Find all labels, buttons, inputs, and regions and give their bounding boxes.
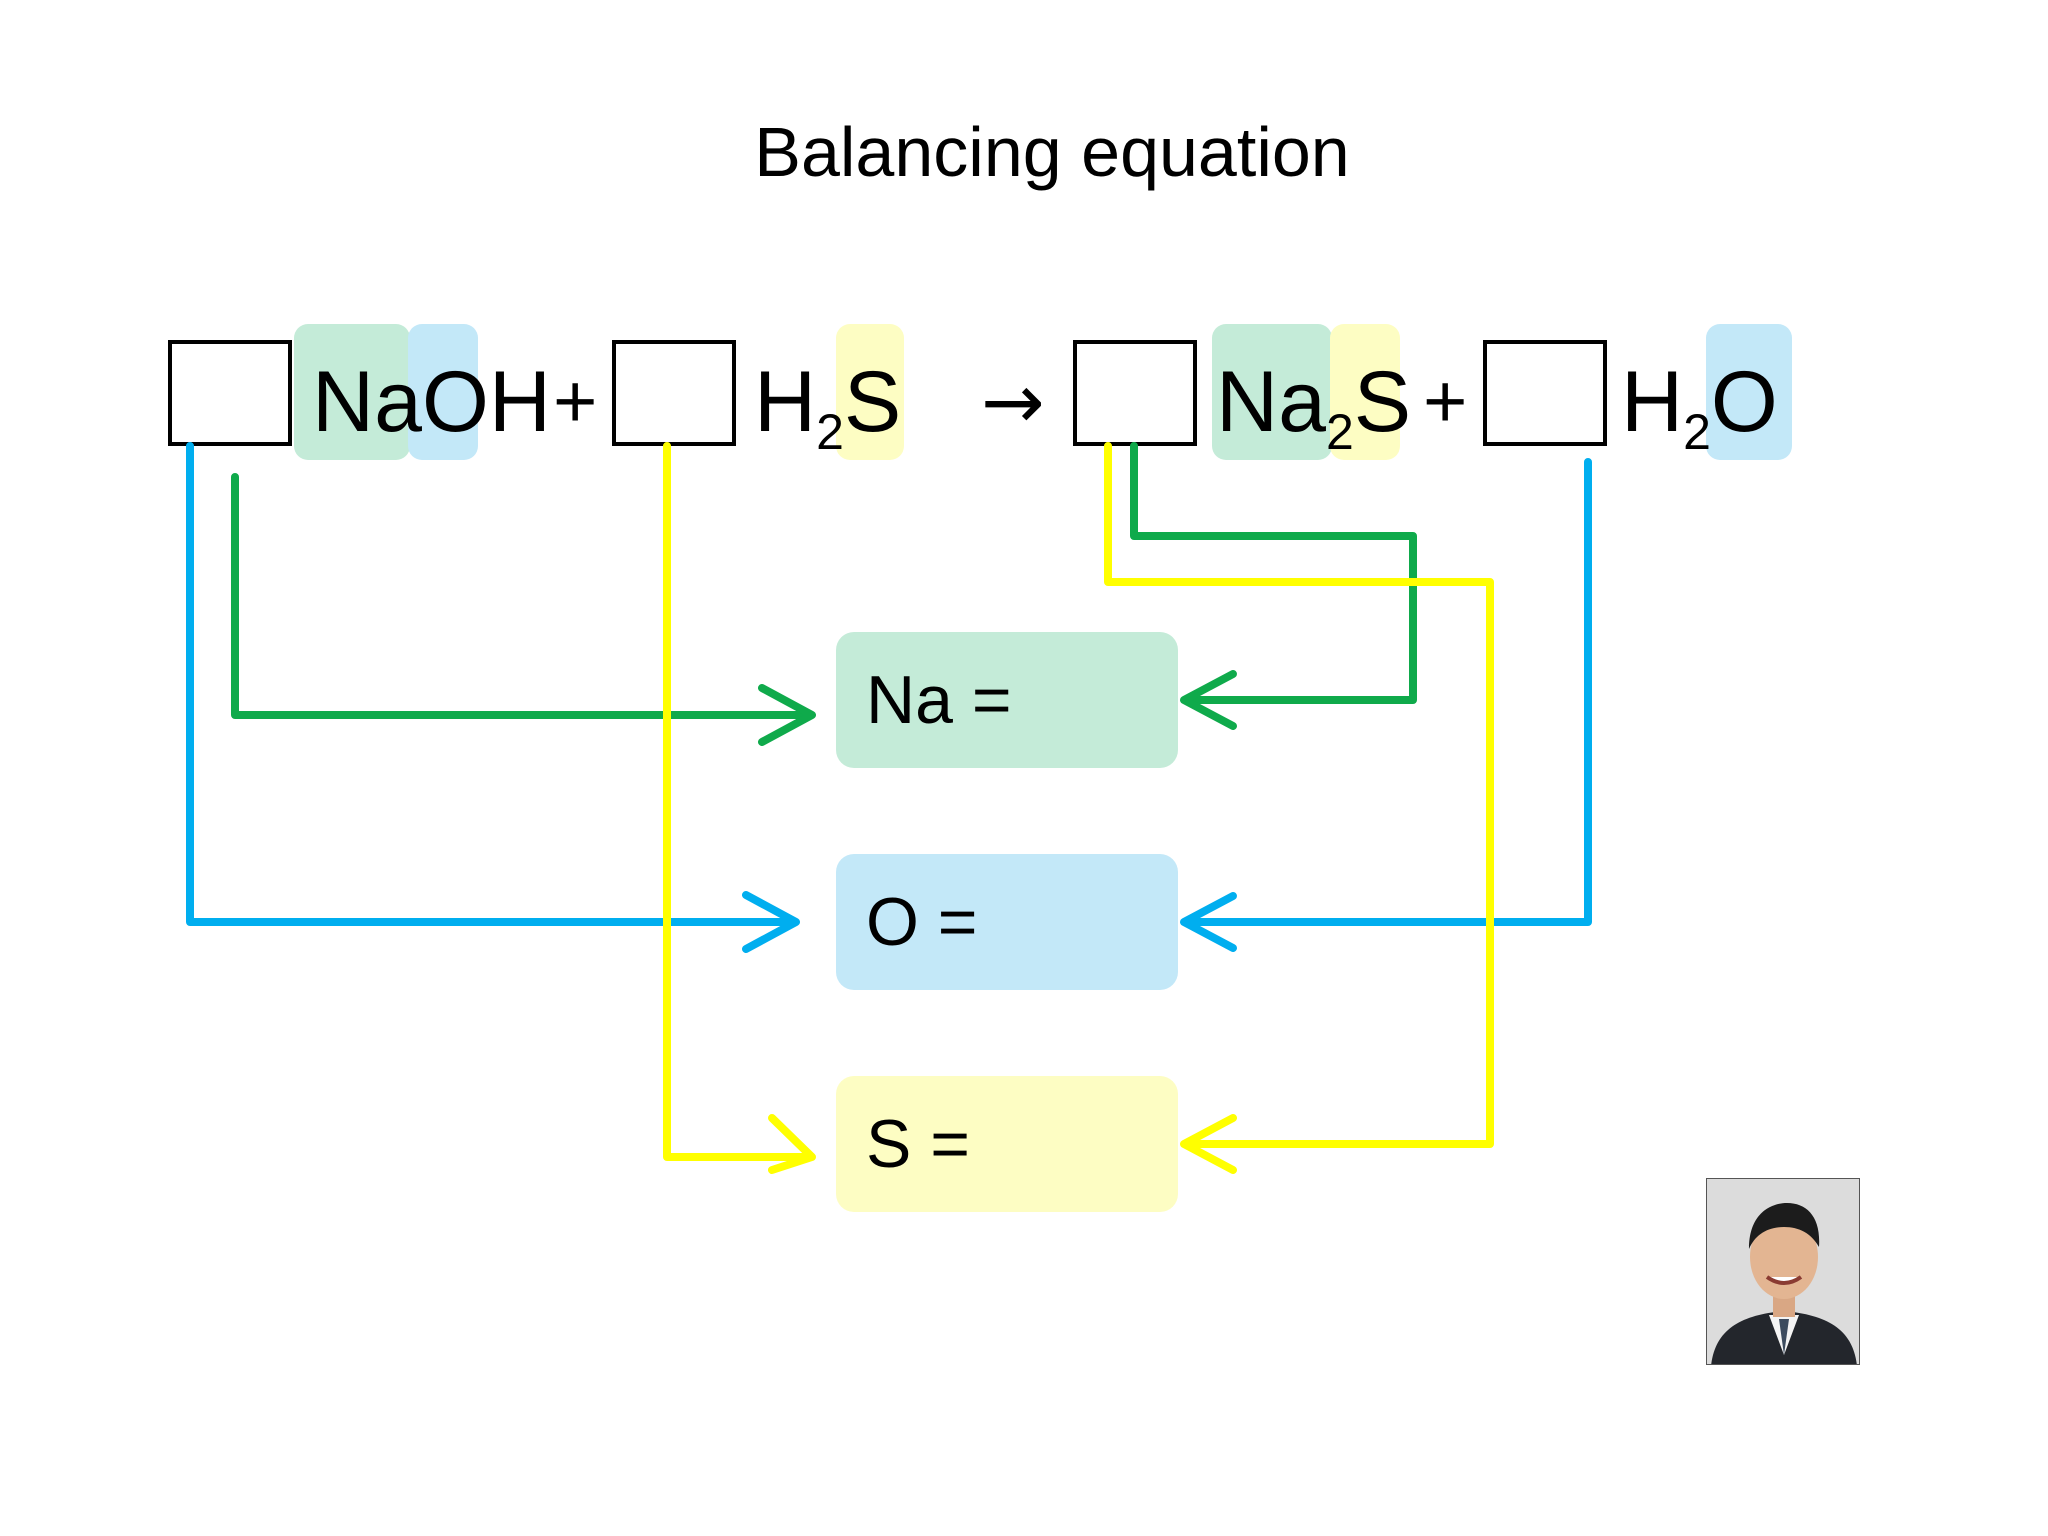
- element-o: O: [1710, 354, 1778, 450]
- element-na: Na: [1216, 354, 1326, 450]
- formula-h2s: H2S: [754, 354, 902, 457]
- na-arrowhead-right: [1180, 670, 1237, 730]
- o-highlight-naoh: [408, 324, 478, 460]
- element-na: Na: [312, 354, 422, 450]
- count-label-na: Na =: [866, 662, 1012, 738]
- na-highlight-na2s: [1212, 324, 1332, 460]
- reaction-arrow: →: [981, 357, 1045, 446]
- o-connector-right: [1186, 458, 1592, 926]
- count-box-s: S =: [836, 1076, 1178, 1212]
- count-label-o: O =: [866, 884, 978, 960]
- o-highlight-h2o: [1706, 324, 1792, 460]
- coefficient-box-h2s[interactable]: [612, 340, 736, 446]
- s-connector-left: [663, 442, 810, 1161]
- subscript-2: 2: [1683, 404, 1711, 460]
- element-s: S: [843, 354, 902, 450]
- plus-sign-reactants: +: [553, 359, 598, 444]
- s-highlight-h2s: [836, 324, 904, 460]
- element-o: O: [421, 354, 489, 450]
- coefficient-box-h2o[interactable]: [1483, 340, 1607, 446]
- na-connector-left: [231, 473, 809, 719]
- presenter-portrait-icon: [1706, 1178, 1860, 1365]
- count-box-o: O =: [836, 854, 1178, 990]
- na-highlight-naoh: [294, 324, 410, 460]
- count-box-na: Na =: [836, 632, 1178, 768]
- element-h: H: [1621, 354, 1684, 450]
- na-arrowhead-left: [758, 684, 816, 746]
- o-arrowhead-right: [1180, 892, 1237, 952]
- element-s: S: [1353, 354, 1412, 450]
- element-h: H: [754, 354, 817, 450]
- na-connector-right: [1130, 442, 1417, 704]
- formula-na2s: Na2S: [1216, 354, 1412, 457]
- count-label-s: S =: [866, 1106, 970, 1182]
- formula-naoh: NaOH: [312, 357, 551, 447]
- coefficient-box-naoh[interactable]: [168, 340, 292, 446]
- s-arrowhead-left: [768, 1114, 816, 1174]
- s-highlight-na2s: [1330, 324, 1400, 460]
- s-arrowhead-right: [1180, 1114, 1237, 1174]
- o-arrowhead-left: [742, 891, 800, 953]
- slide-title: Balancing equation: [754, 113, 1350, 191]
- plus-sign-products: +: [1423, 359, 1468, 444]
- s-connector-right: [1104, 442, 1494, 1148]
- o-connector-left: [186, 442, 792, 926]
- element-h: H: [488, 354, 551, 450]
- formula-h2o: H2O: [1621, 354, 1778, 457]
- subscript-2: 2: [816, 404, 844, 460]
- subscript-2: 2: [1325, 404, 1354, 460]
